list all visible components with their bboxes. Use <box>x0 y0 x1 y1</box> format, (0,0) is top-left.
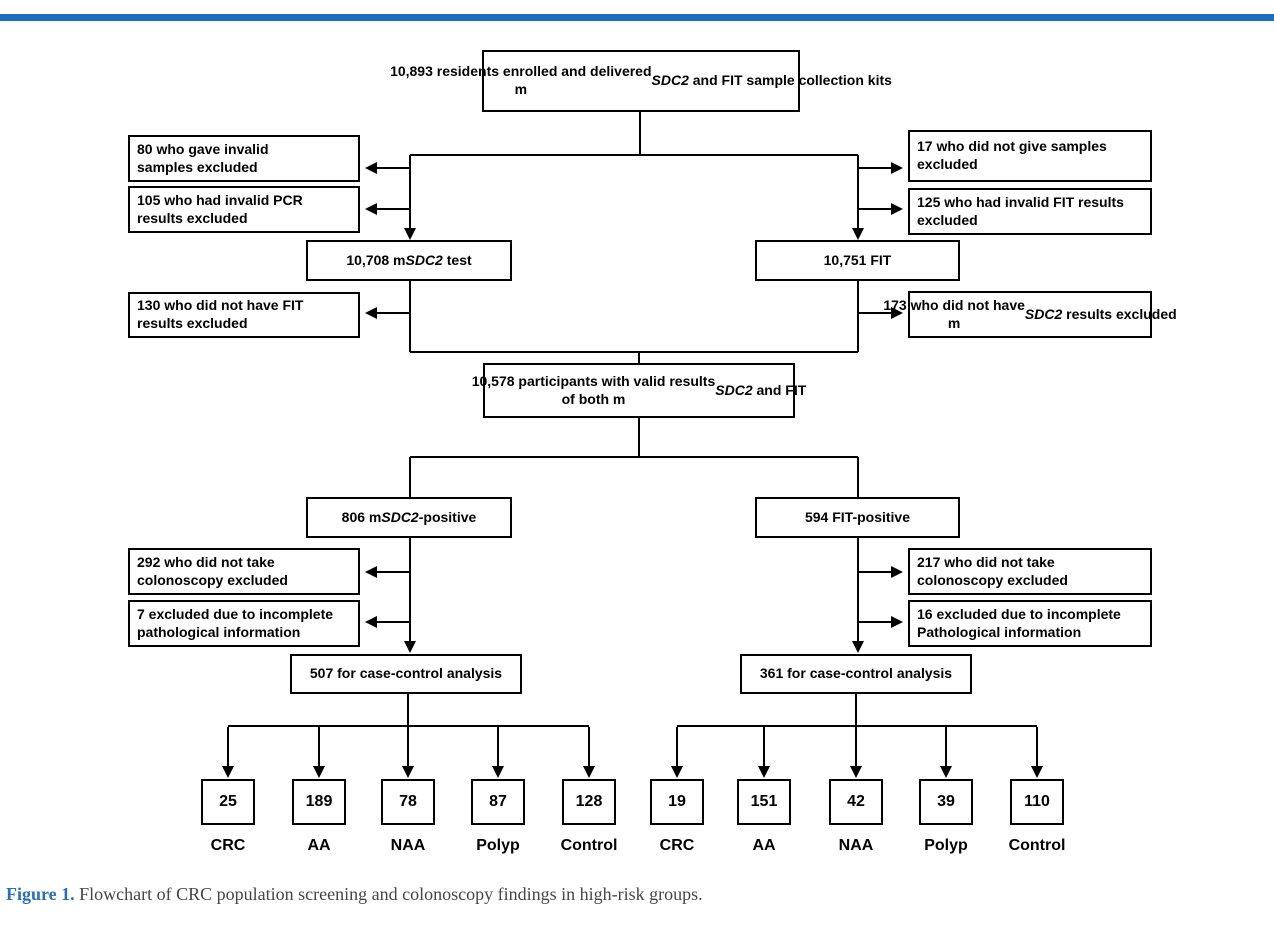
column-label-polyp-msdc2: Polyp <box>476 837 520 854</box>
node-text-italic: SDC2 <box>651 72 689 89</box>
count-box-naa-msdc2: 78 <box>381 779 435 825</box>
node-text: test <box>442 251 472 268</box>
column-label-aa-msdc2: AA <box>307 837 331 854</box>
column-label-crc-msdc2: CRC <box>210 837 246 854</box>
column-label-aa-fit: AA <box>752 837 776 854</box>
node-text: 806 m <box>341 508 382 525</box>
node-excluded-colonoscopy-left: 292 who did not take colonoscopy exclude… <box>128 548 360 595</box>
node-text: 10,893 residents enrolled and delivered … <box>390 63 652 97</box>
node-fit-positive: 594 FIT-positive <box>755 497 960 538</box>
count-box-aa-fit: 151 <box>737 779 791 825</box>
node-case-control-left: 507 for case-control analysis <box>290 654 522 694</box>
count-box-crc-msdc2: 25 <box>201 779 255 825</box>
count-box-polyp-fit: 39 <box>919 779 973 825</box>
node-excluded-pathology-left: 7 excluded due to incomplete pathologica… <box>128 600 360 647</box>
count-box-aa-msdc2: 189 <box>292 779 346 825</box>
column-label-polyp-fit: Polyp <box>924 837 968 854</box>
column-label-control-fit: Control <box>1008 837 1066 854</box>
count-box-crc-fit: 19 <box>650 779 704 825</box>
node-fit-test: 10,751 FIT <box>755 240 960 281</box>
node-enrolled: 10,893 residents enrolled and delivered … <box>390 50 892 112</box>
node-text: and FIT <box>752 381 807 398</box>
node-excluded-invalid-pcr: 105 who had invalid PCR results excluded <box>128 186 360 233</box>
column-label-control-msdc2: Control <box>560 837 618 854</box>
node-excluded-colonoscopy-right: 217 who did not take colonoscopy exclude… <box>908 548 1152 595</box>
node-text-italic: SDC2 <box>1024 305 1063 322</box>
count-box-control-msdc2: 128 <box>562 779 616 825</box>
node-excluded-pathology-right: 16 excluded due to incomplete Pathologic… <box>908 600 1152 647</box>
node-text: 10,708 m <box>346 251 406 268</box>
figure-caption-text: Flowchart of CRC population screening an… <box>74 884 703 904</box>
header-rule <box>0 14 1274 21</box>
node-text: 173 who did not have m <box>883 296 1025 331</box>
node-case-control-right: 361 for case-control analysis <box>740 654 972 694</box>
node-text-italic: SDC2 <box>715 381 753 398</box>
node-excluded-no-fit-results: 130 who did not have FIT results exclude… <box>128 292 360 338</box>
node-excluded-invalid-samples: 80 who gave invalid samples excluded <box>128 135 360 182</box>
node-text: results excluded <box>1062 305 1177 322</box>
node-valid-both: 10,578 participants with valid results o… <box>472 363 806 418</box>
count-box-control-fit: 110 <box>1010 779 1064 825</box>
column-label-naa-msdc2: NAA <box>390 837 426 854</box>
node-text: 10,578 participants with valid results o… <box>471 372 716 407</box>
node-text: and FIT sample collection kits <box>688 72 892 89</box>
node-text-italic: SDC2 <box>381 508 419 525</box>
node-text: -positive <box>418 508 477 525</box>
count-box-polyp-msdc2: 87 <box>471 779 525 825</box>
node-excluded-no-samples: 17 who did not give samples excluded <box>908 130 1152 182</box>
column-label-naa-fit: NAA <box>838 837 874 854</box>
node-text-italic: SDC2 <box>405 251 443 268</box>
figure-caption: Figure 1. Flowchart of CRC population sc… <box>6 884 1006 905</box>
figure-caption-label: Figure 1. <box>6 884 75 904</box>
column-label-crc-fit: CRC <box>659 837 695 854</box>
count-box-naa-fit: 42 <box>829 779 883 825</box>
node-excluded-invalid-fit: 125 who had invalid FIT results excluded <box>908 188 1152 235</box>
